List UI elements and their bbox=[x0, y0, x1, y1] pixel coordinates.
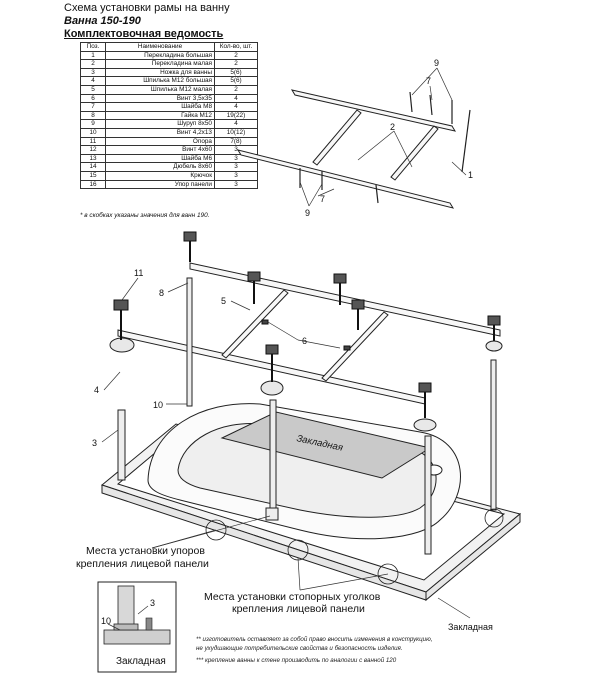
short-crossbar bbox=[390, 125, 439, 181]
leg bbox=[117, 409, 126, 481]
label-8: 8 bbox=[159, 288, 164, 298]
note-line: *** крепление ванны к стене производить … bbox=[196, 657, 397, 664]
label-9: 9 bbox=[434, 58, 439, 68]
label-10: 10 bbox=[153, 400, 163, 410]
support-pad bbox=[109, 337, 135, 353]
support-pad bbox=[485, 340, 503, 352]
label-9: 9 bbox=[305, 208, 310, 218]
leg bbox=[186, 277, 193, 407]
table-footnote: * в скобках указаны значения для ванн 19… bbox=[80, 212, 210, 219]
detail-insert-label: Закладная bbox=[116, 656, 166, 667]
corners-caption-line1: Места установки стопорных уголков bbox=[204, 591, 381, 603]
label-11: 11 bbox=[134, 268, 143, 278]
frame-bar bbox=[221, 289, 289, 359]
frame-drawing bbox=[236, 89, 471, 209]
stops-caption-line1: Места установки упоров bbox=[86, 545, 205, 557]
long-crossbar bbox=[290, 89, 457, 132]
label-1: 1 bbox=[468, 170, 473, 180]
frame-callouts bbox=[299, 67, 467, 207]
leg bbox=[265, 507, 279, 521]
stops-caption-line2: крепления лицевой панели bbox=[76, 558, 209, 570]
table-cell: 3 bbox=[214, 179, 258, 190]
location-markers bbox=[205, 508, 504, 585]
corners-caption-line2: крепления лицевой панели bbox=[232, 603, 365, 615]
section-title: Комплектовочная ведомость bbox=[64, 28, 224, 40]
note-line: не ухудшающие потребительские свойства и… bbox=[196, 645, 403, 652]
main-callouts bbox=[101, 277, 471, 619]
label-7: 7 bbox=[320, 194, 325, 204]
label-4: 4 bbox=[94, 385, 99, 395]
note-line: ** изготовитель оставляет за собой право… bbox=[196, 636, 433, 643]
label-2: 2 bbox=[390, 122, 395, 132]
frame-bar bbox=[321, 311, 389, 382]
page-title: Схема установки рамы на ванну bbox=[64, 2, 230, 14]
detail-box bbox=[97, 581, 177, 673]
label-3: 3 bbox=[92, 438, 97, 448]
support-pad bbox=[413, 418, 437, 432]
label-6: 6 bbox=[302, 336, 307, 346]
bolts bbox=[113, 231, 501, 418]
support-pad bbox=[260, 380, 284, 396]
leg bbox=[424, 435, 432, 555]
detail-label-10: 10 bbox=[101, 616, 111, 626]
label-5: 5 bbox=[221, 296, 226, 306]
model-title: Ванна 150-190 bbox=[64, 15, 141, 27]
leg bbox=[269, 399, 277, 509]
label-7: 7 bbox=[426, 76, 431, 86]
long-crossbar bbox=[236, 149, 455, 209]
leg bbox=[490, 359, 497, 511]
frame-bar bbox=[189, 262, 501, 337]
legs bbox=[117, 277, 497, 555]
insert-right-label: Закладная bbox=[448, 622, 493, 632]
short-crossbar bbox=[312, 109, 362, 166]
detail-label-3: 3 bbox=[150, 598, 155, 608]
